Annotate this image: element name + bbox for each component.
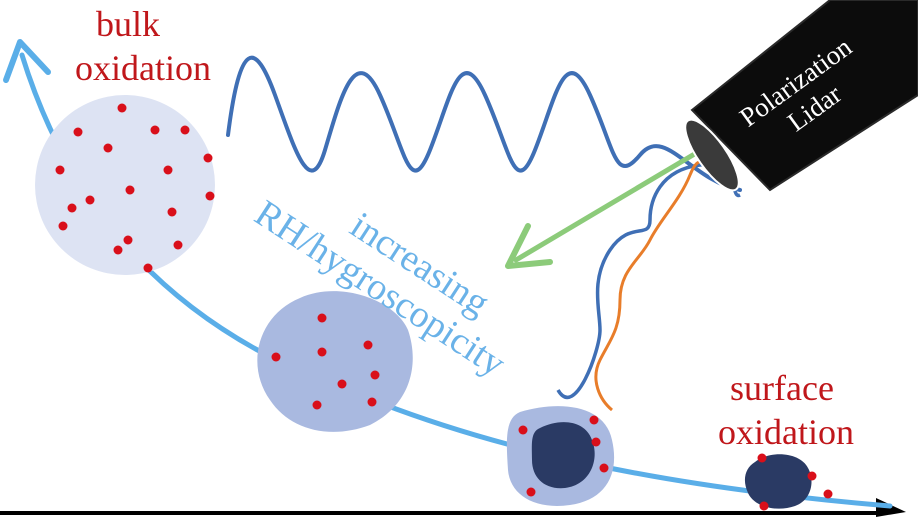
bulk-dots: [55, 103, 215, 273]
polarization-lidar: Polarization Lidar: [684, 0, 918, 192]
surface-dots: [757, 453, 833, 511]
coated-particle: [506, 406, 615, 506]
surface-label-line1: surface: [730, 368, 834, 408]
bulk-particle: [35, 95, 215, 275]
surface-particle: [744, 453, 833, 511]
bulk-label-line1: bulk: [96, 4, 160, 44]
return-arrow: [505, 143, 711, 269]
surface-label-line2: oxidation: [718, 412, 854, 452]
polarization-waves: [556, 158, 741, 412]
emitted-wave: [226, 55, 742, 192]
medium-dots: [271, 313, 380, 410]
coated-dots: [518, 415, 609, 497]
bulk-label-line2: oxidation: [75, 48, 211, 88]
medium-particle: [257, 291, 413, 432]
